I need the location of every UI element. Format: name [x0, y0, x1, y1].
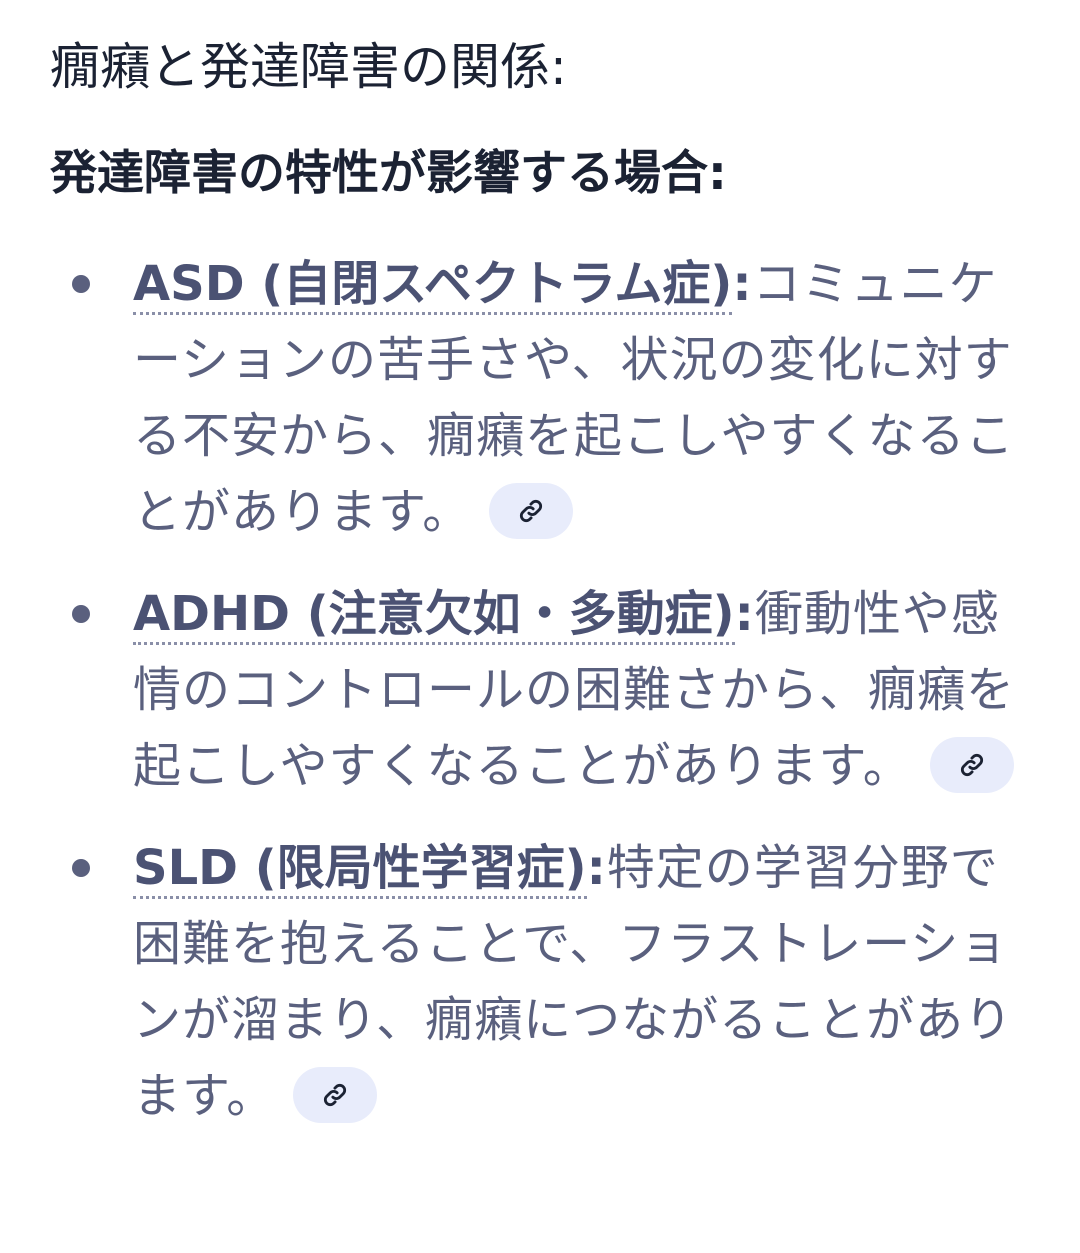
section-heading: 癇癪と発達障害の関係:: [50, 38, 567, 96]
term-link-asd[interactable]: ASD (自閉スペクトラム症): [133, 256, 733, 315]
item-description: 衝動性や感情のコントロールの困難さから、癇癪を起こしやすくなることがあります。: [133, 586, 1016, 794]
term-link-sld[interactable]: SLD (限局性学習症): [133, 840, 587, 899]
list-item-asd: ASD (自閉スペクトラム症):コミュニケーションの苦手さや、状況の変化に対する…: [50, 246, 1040, 550]
source-link-button-asd[interactable]: [489, 483, 574, 539]
link-icon: [960, 753, 983, 777]
section-subheading: 発達障害の特性が影響する場合:: [50, 146, 727, 201]
source-link-button-sld[interactable]: [293, 1067, 378, 1123]
term-colon: :: [586, 840, 607, 896]
link-icon: [324, 1083, 347, 1107]
link-icon: [520, 499, 543, 523]
term-colon: :: [734, 586, 755, 642]
list-item-sld: SLD (限局性学習症):特定の学習分野で困難を抱えることで、フラストレーション…: [50, 830, 1040, 1134]
term-colon: :: [732, 256, 753, 312]
item-description: コミュニケーションの苦手さや、状況の変化に対する不安から、癇癪を起こしやすくなる…: [133, 256, 1015, 540]
condition-list: ASD (自閉スペクトラム症):コミュニケーションの苦手さや、状況の変化に対する…: [50, 246, 1040, 1134]
source-link-button-adhd[interactable]: [929, 737, 1014, 793]
bullet-dot: [72, 605, 90, 623]
bullet-dot: [72, 859, 90, 877]
list-item-adhd: ADHD (注意欠如・多動症):衝動性や感情のコントロールの困難さから、癇癪を起…: [50, 576, 1040, 804]
bullet-dot: [72, 275, 90, 293]
item-description: 特定の学習分野で困難を抱えることで、フラストレーションが溜まり、癇癪につながるこ…: [133, 840, 1014, 1124]
term-link-adhd[interactable]: ADHD (注意欠如・多動症): [133, 586, 735, 645]
